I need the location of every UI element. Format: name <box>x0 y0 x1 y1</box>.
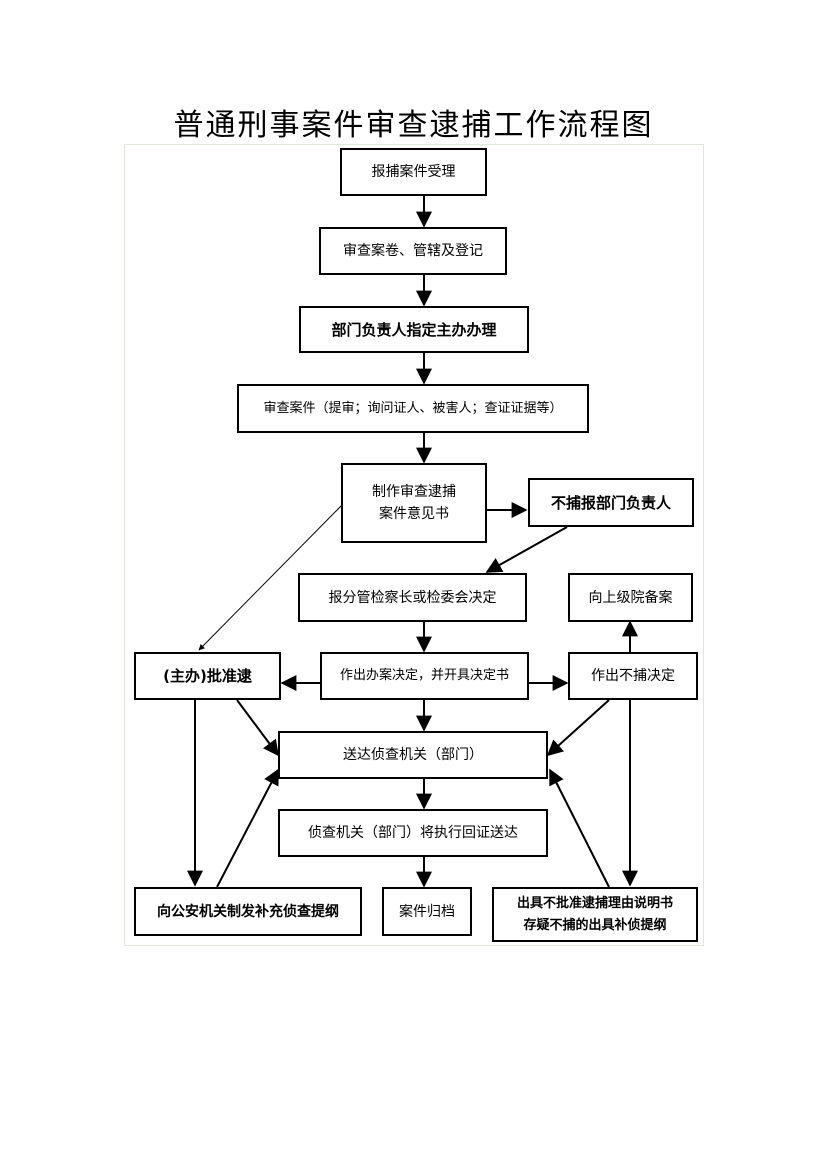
node-review-case: 审查案件（提审；询问证人、被害人；查证证据等） <box>237 384 589 433</box>
node-supplement-outline: 向公安机关制发补充侦查提纲 <box>134 887 362 936</box>
node-explain-line2: 存疑不捕的出具补侦提纲 <box>523 917 667 933</box>
node-accept: 报捕案件受理 <box>340 148 487 196</box>
node-deliver: 送达侦查机关（部门） <box>278 731 548 779</box>
node-review-file: 审查案卷、管辖及登记 <box>319 227 507 275</box>
node-opinion-line1: 制作审查逮捕 <box>372 484 456 500</box>
arrow-approve-to-deliver <box>236 699 279 757</box>
node-archive: 案件归档 <box>382 887 472 936</box>
node-no-arrest-decision: 作出不捕决定 <box>568 652 698 700</box>
arrow-supplement-outline-to-deliver <box>216 768 279 888</box>
node-no-arrest-report: 不捕报部门负责人 <box>528 478 694 527</box>
page-title: 普通刑事案件审查逮捕工作流程图 <box>173 108 654 143</box>
node-approve: (主办)批准逮 <box>134 652 281 700</box>
arrow-opinion-to-approve <box>198 505 342 651</box>
node-decide: 作出办案决定，并开具决定书 <box>320 652 529 700</box>
node-upper-record: 向上级院备案 <box>568 573 693 622</box>
arrow-no-arrest-report-to-decision-report <box>485 526 568 573</box>
node-explain: 出具不批准逮捕理由说明书 存疑不捕的出具补侦提纲 <box>492 887 698 942</box>
arrow-explain-to-deliver <box>549 768 610 888</box>
node-return-receipt: 侦查机关（部门）将执行回证送达 <box>278 809 548 857</box>
diagram-panel <box>124 144 704 946</box>
node-opinion: 制作审查逮捕 案件意见书 <box>341 463 487 543</box>
node-explain-line1: 出具不批准逮捕理由说明书 <box>516 895 673 911</box>
node-opinion-line2: 案件意见书 <box>379 506 449 522</box>
node-assign: 部门负责人指定主办办理 <box>299 306 529 353</box>
arrow-no-arrest-decision-to-deliver <box>546 699 610 757</box>
node-decision-report: 报分管检察长或检委会决定 <box>298 573 527 622</box>
